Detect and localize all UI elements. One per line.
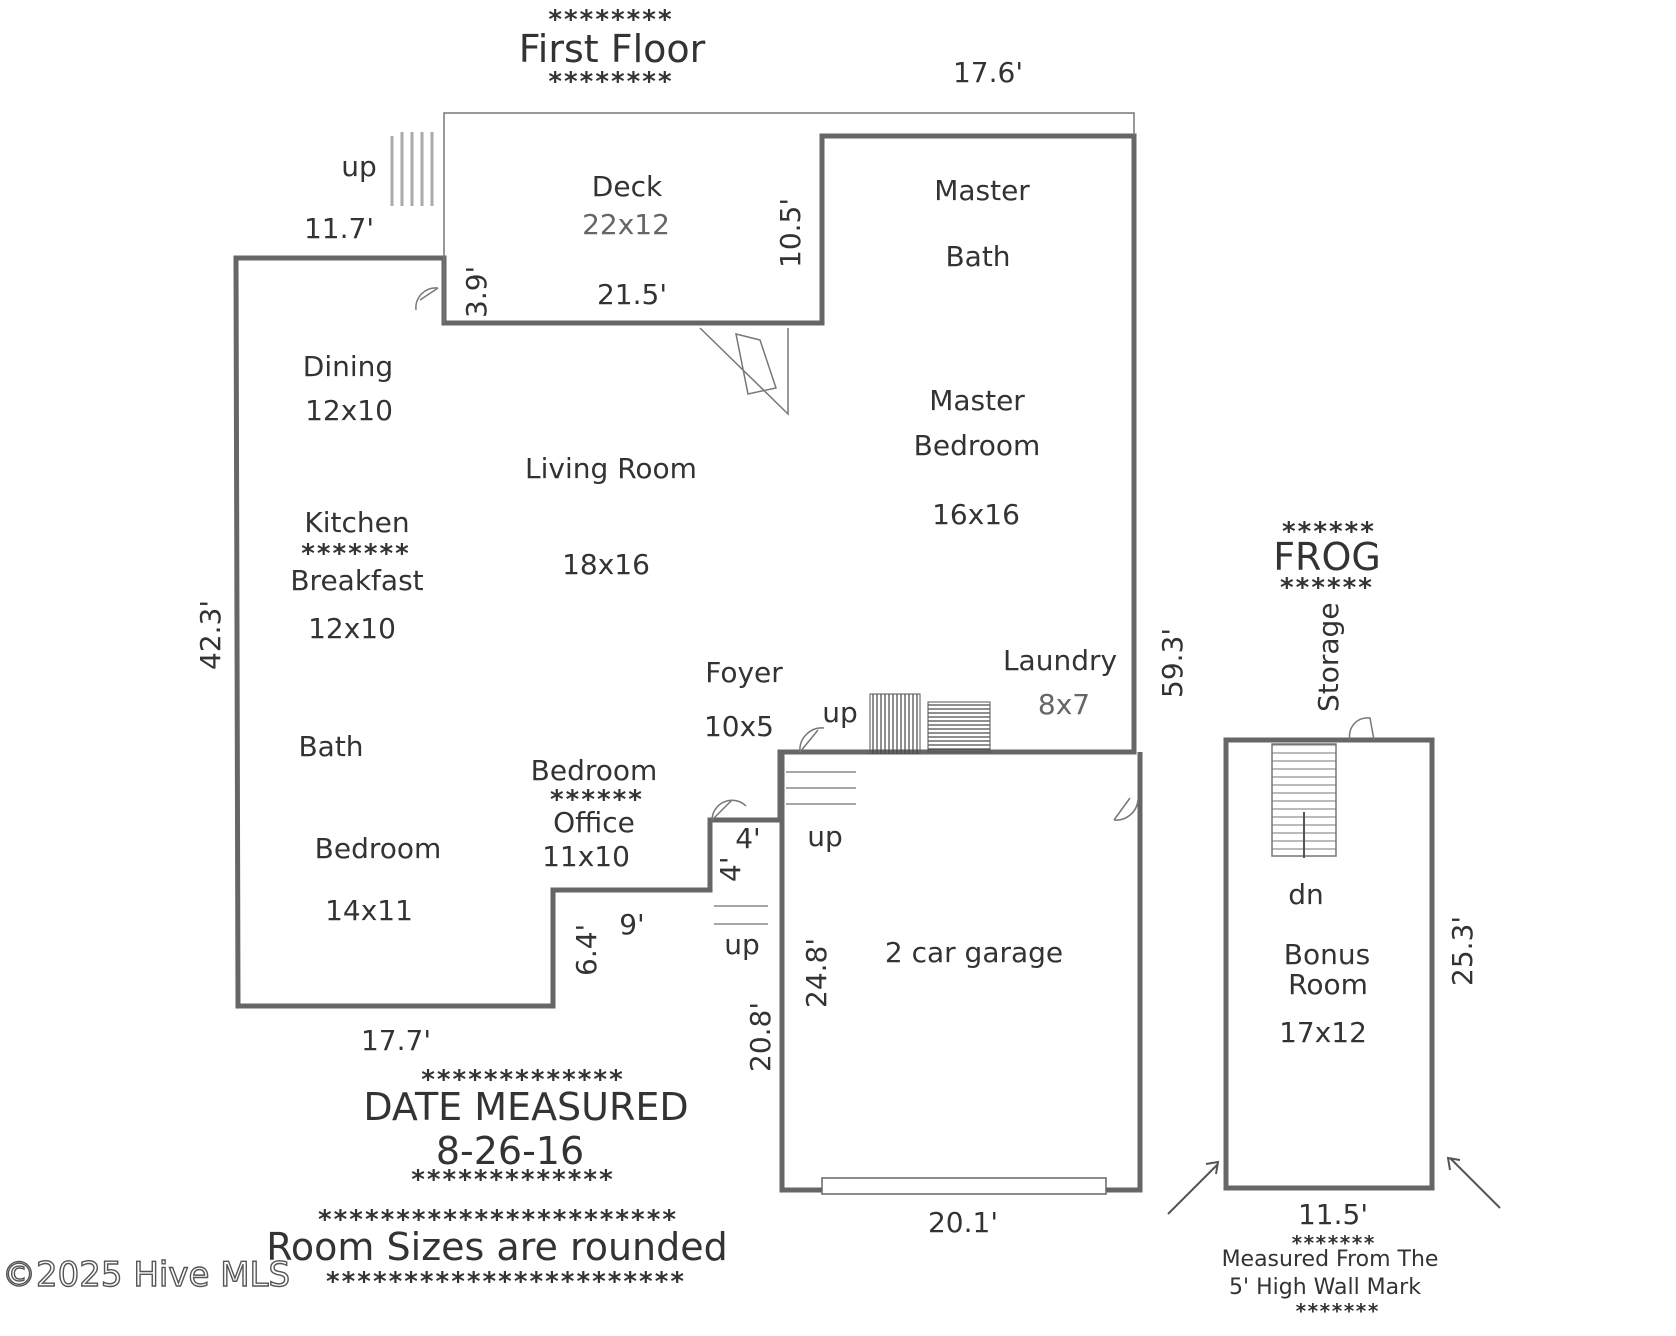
garage-outline [779,752,1143,1193]
first-floor-stars-top: ******** [547,5,672,35]
dim-garage-bottom: 20.1' [928,1206,998,1239]
breakfast-label: Breakfast [290,564,423,597]
frog-note-line2: 5' High Wall Mark [1229,1275,1421,1300]
foyer-label: Foyer [705,656,783,689]
dim-deck-step: 3.9' [460,266,493,318]
master-bedroom-size: 16x16 [932,498,1020,531]
dim-step-h: 4' [735,822,761,855]
master-bath-line2: Bath [945,240,1010,273]
laundry-label: Laundry [1003,644,1117,677]
bonus-room-outline [1223,737,1435,1191]
dim-left-side: 42.3' [194,600,227,670]
date-stars-bottom: ************* [410,1165,614,1195]
dim-garage-inner: 24.8' [800,938,833,1008]
laundry-stairs [927,701,991,753]
up-garage-label: up [807,820,843,853]
bath-label: Bath [298,730,363,763]
kitchen-label: Kitchen [304,506,409,539]
date-title: DATE MEASURED [363,1085,688,1129]
living-room-label: Living Room [525,452,697,485]
dining-size: 12x10 [305,394,393,427]
master-bedroom-line1: Master [929,384,1025,417]
down-bonus-label: dn [1288,878,1324,911]
dim-bonus-height: 25.3' [1446,916,1479,986]
bedroom-size: 14x11 [325,894,413,927]
dim-deck-width: 21.5' [597,278,667,311]
up-deck-label: up [341,150,377,183]
bedroom-label: Bedroom [315,832,442,865]
bonus-size: 17x12 [1279,1016,1367,1049]
first-floor-heading: First Floor [519,27,706,71]
dining-label: Dining [303,350,393,383]
frog-stars-top: ****** [1281,517,1375,547]
master-bedroom-line2: Bedroom [914,429,1041,462]
bonus-line1: Bonus [1284,938,1370,971]
frog-note-stars-bottom: ******* [1295,1299,1379,1323]
up-entry-label: up [724,928,760,961]
dim-garage-left: 20.8' [744,1002,777,1072]
frog-stars-bottom: ****** [1279,573,1373,603]
laundry-size: 8x7 [1038,688,1090,721]
garage-door [821,1177,1107,1195]
rounded-stars-top: *********************** [317,1205,677,1235]
foyer-stairs [869,693,921,755]
kitchen-stars: ******* [300,539,410,569]
kitchen-size: 12x10 [308,612,396,645]
dim-right-side: 59.3' [1156,628,1189,698]
dim-top: 17.6' [953,56,1023,89]
bonus-line2: Room [1288,968,1368,1001]
dim-jog-height: 6.4' [570,924,603,976]
living-room-size: 18x16 [562,548,650,581]
wall-mark-arrows [1167,1156,1501,1215]
storage-label: Storage [1312,602,1345,712]
dim-bonus-width: 11.5' [1298,1198,1368,1231]
dim-left-top: 11.7' [304,212,374,245]
door-swings [415,287,1375,821]
office-line2: Office [553,806,635,839]
foyer-size: 10x5 [704,710,774,743]
dim-jog-width: 9' [619,908,645,941]
master-bath-line1: Master [934,174,1030,207]
deck-label: Deck [592,170,663,203]
dim-step-v: 4' [714,856,747,882]
first-floor-stars-bottom: ******** [547,67,672,97]
up-foyer-label: up [822,696,858,729]
deck-size: 22x12 [582,208,670,241]
garage-label: 2 car garage [885,936,1063,969]
frog-note-stars-top: ******* [1291,1231,1375,1255]
dim-bottom-left: 17.7' [361,1024,431,1057]
office-line1: Bedroom [531,754,658,787]
rounded-text: Room Sizes are rounded [266,1225,728,1269]
deck-outline [443,112,1135,323]
date-stars-top: ************* [420,1065,624,1095]
rounded-stars-bottom: *********************** [325,1267,685,1297]
frog-title: FROG [1273,535,1381,579]
dim-deck-height: 10.5' [774,198,807,268]
date-value: 8-26-16 [436,1129,584,1173]
garage-steps [714,771,856,925]
office-size: 11x10 [542,840,630,873]
watermark: ©2025 Hive MLS [2,1255,290,1295]
frog-note-line1: Measured From The [1222,1247,1439,1272]
office-stars: ****** [549,785,643,815]
deck-stairs [390,132,434,206]
